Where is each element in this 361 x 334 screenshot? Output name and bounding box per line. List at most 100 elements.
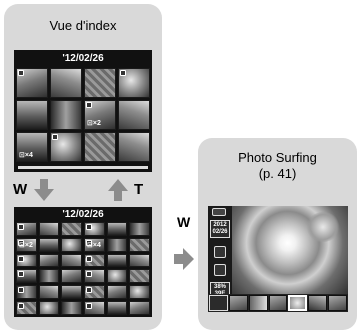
thumbnail[interactable] xyxy=(129,301,150,315)
protect-badge-icon xyxy=(18,287,24,294)
thumbnail[interactable] xyxy=(129,237,150,252)
thumbnail[interactable] xyxy=(83,301,105,315)
protect-badge-icon xyxy=(18,224,24,230)
thumbnail[interactable] xyxy=(38,285,60,300)
thumbnail[interactable] xyxy=(84,132,116,162)
protect-badge-icon xyxy=(85,239,92,246)
thumbnail[interactable] xyxy=(61,253,82,268)
thumbnail[interactable] xyxy=(106,301,128,315)
thumbnail[interactable] xyxy=(16,222,37,236)
thumbnail[interactable] xyxy=(118,132,150,162)
thumbnail[interactable] xyxy=(61,301,82,315)
face-icon[interactable] xyxy=(214,264,226,276)
surfing-side-panel: 2012 02/26 38% 39E xyxy=(208,206,232,300)
thumbnail[interactable] xyxy=(129,285,150,300)
protect-badge-icon xyxy=(85,255,92,262)
thumbnail[interactable] xyxy=(61,285,82,300)
thumbnail-tag: ⊡×4 xyxy=(86,241,101,249)
thumbnail[interactable] xyxy=(61,269,82,284)
index-screen-large: '12/02/26 ⊡×2⊡×4 xyxy=(14,207,152,317)
protect-badge-icon xyxy=(18,271,24,278)
thumbnail-grid-6x6: ⊡×2 ⊡×4 xyxy=(16,222,150,315)
thumbnail[interactable] xyxy=(84,68,116,98)
thumbnail[interactable] xyxy=(38,253,60,268)
zoom-wide-label: W xyxy=(13,181,28,198)
thumbnail[interactable] xyxy=(50,132,82,162)
side-date-box[interactable]: 2012 02/26 xyxy=(210,220,230,238)
thumbnail[interactable] xyxy=(16,68,48,98)
thumbnail[interactable] xyxy=(16,100,48,130)
protect-badge-icon xyxy=(52,134,58,140)
protect-badge-icon xyxy=(86,102,92,108)
thumbnail[interactable] xyxy=(83,253,105,268)
thumbnail[interactable] xyxy=(61,222,82,236)
thumbnail[interactable] xyxy=(38,237,60,252)
thumbnail[interactable] xyxy=(118,68,150,98)
thumbnail[interactable]: ⊡×4 xyxy=(83,237,105,252)
side-date-day: 02/26 xyxy=(212,229,228,235)
thumbnail[interactable] xyxy=(106,285,128,300)
protect-badge-icon xyxy=(85,287,92,294)
photo-surfing-title: Photo Surfing (p. 41) xyxy=(198,150,357,182)
thumbnail[interactable] xyxy=(38,269,60,284)
thumbnail-grid-3x4: ⊡×2 ⊡×4 xyxy=(16,68,150,162)
thumbnail[interactable] xyxy=(38,222,60,236)
protect-badge-icon xyxy=(85,224,92,230)
strip-thumbnail[interactable] xyxy=(228,295,248,311)
thumbnail[interactable] xyxy=(106,222,128,236)
arrow-up-icon xyxy=(108,179,128,201)
thumbnail[interactable] xyxy=(83,269,105,284)
side-date-year: 2012 xyxy=(213,222,227,228)
thumbnail-tag: ⊡×2 xyxy=(19,241,33,249)
index-view-title: Vue d'index xyxy=(49,18,117,33)
protect-icon xyxy=(212,208,226,216)
protect-badge-icon xyxy=(85,271,92,278)
thumbnail[interactable] xyxy=(50,100,82,130)
protect-badge-icon xyxy=(120,70,126,76)
scene-icon[interactable] xyxy=(214,246,226,258)
scrollbar[interactable] xyxy=(18,166,148,169)
photo-surfing-title-line1: Photo Surfing xyxy=(238,150,317,165)
thumbnail[interactable]: ⊡×4 xyxy=(16,132,48,162)
thumbnail[interactable] xyxy=(50,68,82,98)
thumbnail[interactable] xyxy=(61,237,82,252)
thumbnail[interactable] xyxy=(129,222,150,236)
thumbnail[interactable] xyxy=(129,269,150,284)
strip-thumbnail[interactable] xyxy=(248,295,268,311)
thumbnail[interactable] xyxy=(106,237,128,252)
strip-thumbnail[interactable] xyxy=(268,295,288,311)
strip-thumbnail[interactable] xyxy=(209,295,228,311)
surfing-zoom-label: W xyxy=(177,214,191,230)
protect-badge-icon xyxy=(18,70,24,76)
thumbnail[interactable] xyxy=(38,301,60,315)
thumbnail[interactable] xyxy=(83,285,105,300)
arrow-down-icon xyxy=(34,179,54,201)
thumbnail-tag: ⊡×4 xyxy=(19,152,33,159)
zoom-tele-label: T xyxy=(134,181,144,198)
protect-badge-icon xyxy=(85,303,92,310)
arrow-right-icon xyxy=(174,248,194,270)
thumbnail[interactable] xyxy=(16,285,37,300)
thumbnail[interactable] xyxy=(16,253,37,268)
photo-surfing-screen: 2012 02/26 38% 39E xyxy=(208,206,348,312)
side-stat-line1: 38% xyxy=(213,284,226,290)
strip-thumbnail[interactable] xyxy=(288,295,308,311)
thumbnail[interactable] xyxy=(118,100,150,130)
thumbnail-tag: ⊡×2 xyxy=(87,120,101,127)
thumbnail[interactable]: ⊡×2 xyxy=(16,237,37,252)
thumbnail[interactable] xyxy=(16,269,37,284)
scrollbar-thumb[interactable] xyxy=(18,166,148,169)
thumbnail[interactable] xyxy=(106,253,128,268)
flower-photo xyxy=(232,206,348,294)
thumbnail[interactable]: ⊡×2 xyxy=(84,100,116,130)
thumbnail[interactable] xyxy=(16,301,37,315)
photo-surfing-page-ref: (p. 41) xyxy=(258,166,297,181)
thumbnail[interactable] xyxy=(129,253,150,268)
strip-thumbnail[interactable] xyxy=(328,295,348,311)
protect-badge-icon xyxy=(18,255,24,262)
surfing-thumbnail-strip xyxy=(208,294,348,312)
index-date: '12/02/26 xyxy=(62,53,104,64)
strip-thumbnail[interactable] xyxy=(308,295,328,311)
thumbnail[interactable] xyxy=(106,269,128,284)
thumbnail[interactable] xyxy=(83,222,105,236)
